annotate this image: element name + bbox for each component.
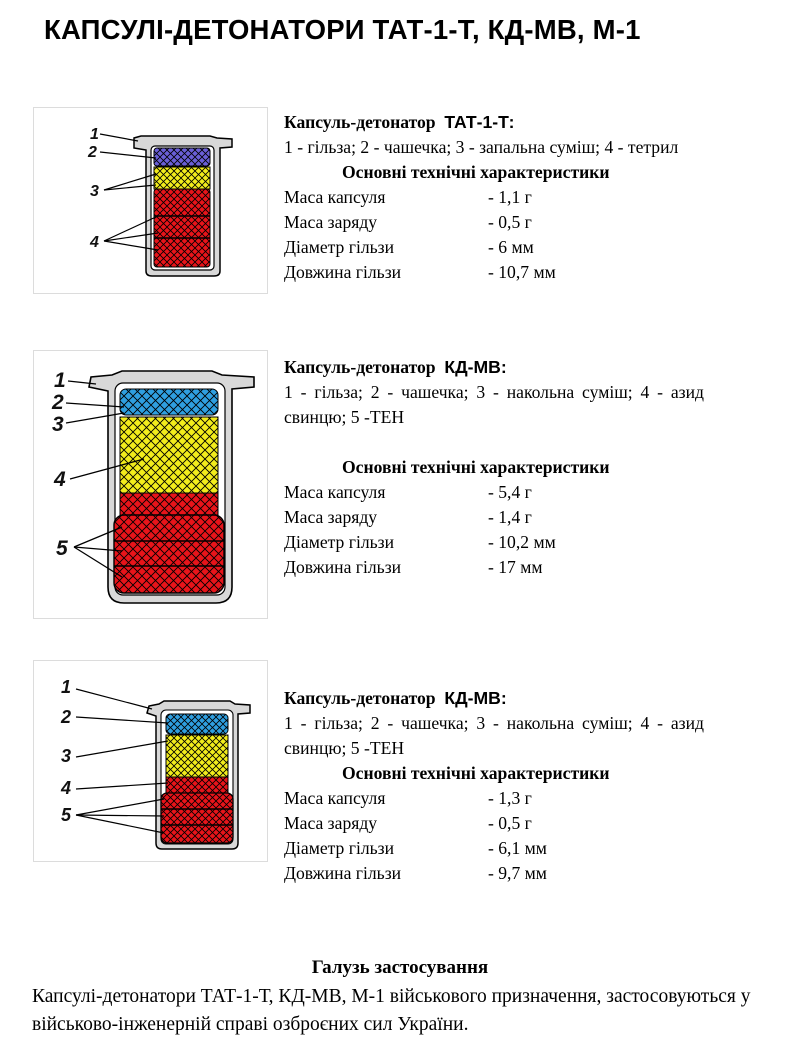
spec-row-mass-charge: Маса заряду- 0,5 г bbox=[284, 813, 532, 833]
spec-row-mass-charge: Маса заряду- 0,5 г bbox=[284, 212, 532, 232]
spec-row-mass-charge: Маса заряду- 1,4 г bbox=[284, 507, 532, 527]
spec-title: Основні технічні характеристики bbox=[342, 162, 610, 182]
spec-row-mass-capsule: Маса капсуля- 5,4 г bbox=[284, 482, 532, 502]
label-3: 3 bbox=[90, 183, 99, 200]
spec-row-length: Довжина гільзи- 17 мм bbox=[284, 557, 543, 577]
label-4: 4 bbox=[89, 234, 99, 251]
detonator-description: 1 - гільза; 2 - чашечка; 3 - запальна су… bbox=[284, 137, 679, 157]
detonator-heading: Капсуль-детонатор ТАТ-1-Т: bbox=[284, 112, 515, 132]
label-1: 1 bbox=[54, 369, 66, 392]
label-4: 4 bbox=[53, 468, 66, 491]
label-1: 1 bbox=[61, 677, 71, 697]
application-title: Галузь застосування bbox=[311, 957, 489, 978]
spec-row-mass-capsule: Маса капсуля- 1,3 г bbox=[284, 788, 532, 808]
spec-row-diameter: Діаметр гільзи- 10,2 мм bbox=[284, 532, 556, 552]
spec-title: Основні технічні характеристики bbox=[342, 457, 610, 477]
page-title: КАПСУЛІ-ДЕТОНАТОРИ ТАТ-1-Т, КД-МВ, М-1 bbox=[44, 14, 641, 45]
spec-row-length: Довжина гільзи- 9,7 мм bbox=[284, 863, 547, 883]
detonator-model: КД-МВ: bbox=[444, 357, 507, 377]
tat-1-t-diagram: 1 2 3 4 bbox=[33, 107, 268, 294]
spec-row-length: Довжина гільзи- 10,7 мм bbox=[284, 262, 556, 282]
detonator-description: 1 - гільза; 2 - чашечка; 3 - накольна су… bbox=[284, 382, 704, 427]
label-1: 1 bbox=[90, 126, 99, 143]
tat-1-t-info: Капсуль-детонатор ТАТ-1-Т: 1 - гільза; 2… bbox=[284, 110, 704, 285]
spec-title: Основні технічні характеристики bbox=[342, 763, 610, 783]
label-5: 5 bbox=[56, 537, 68, 560]
detonator-heading: Капсуль-детонатор КД-МВ: bbox=[284, 357, 507, 377]
kd-mv-info: Капсуль-детонатор КД-МВ: 1 - гільза; 2 -… bbox=[284, 355, 704, 580]
label-4: 4 bbox=[60, 778, 71, 798]
detonator-description: 1 - гільза; 2 - чашечка; 3 - накольна су… bbox=[284, 713, 704, 758]
kd-mv-small-diagram: 1 2 3 4 5 bbox=[33, 660, 268, 862]
label-3: 3 bbox=[52, 413, 64, 436]
label-2: 2 bbox=[87, 144, 97, 161]
label-2: 2 bbox=[60, 707, 71, 727]
spec-row-diameter: Діаметр гільзи- 6 мм bbox=[284, 237, 534, 257]
label-2: 2 bbox=[51, 391, 64, 414]
kd-mv-diagram: 1 2 3 4 5 bbox=[33, 350, 268, 619]
detonator-heading: Капсуль-детонатор КД-МВ: bbox=[284, 688, 507, 708]
detonator-model: КД-МВ: bbox=[444, 688, 507, 708]
spec-row-mass-capsule: Маса капсуля- 1,1 г bbox=[284, 187, 532, 207]
kd-mv-small-info: Капсуль-детонатор КД-МВ: 1 - гільза; 2 -… bbox=[284, 686, 704, 886]
label-5: 5 bbox=[61, 805, 72, 825]
detonator-model: ТАТ-1-Т: bbox=[444, 112, 515, 132]
label-3: 3 bbox=[61, 746, 71, 766]
application-text: Капсулі-детонатори ТАТ-1-Т, КД-МВ, М-1 в… bbox=[32, 986, 751, 1035]
spec-row-diameter: Діаметр гільзи- 6,1 мм bbox=[284, 838, 547, 858]
